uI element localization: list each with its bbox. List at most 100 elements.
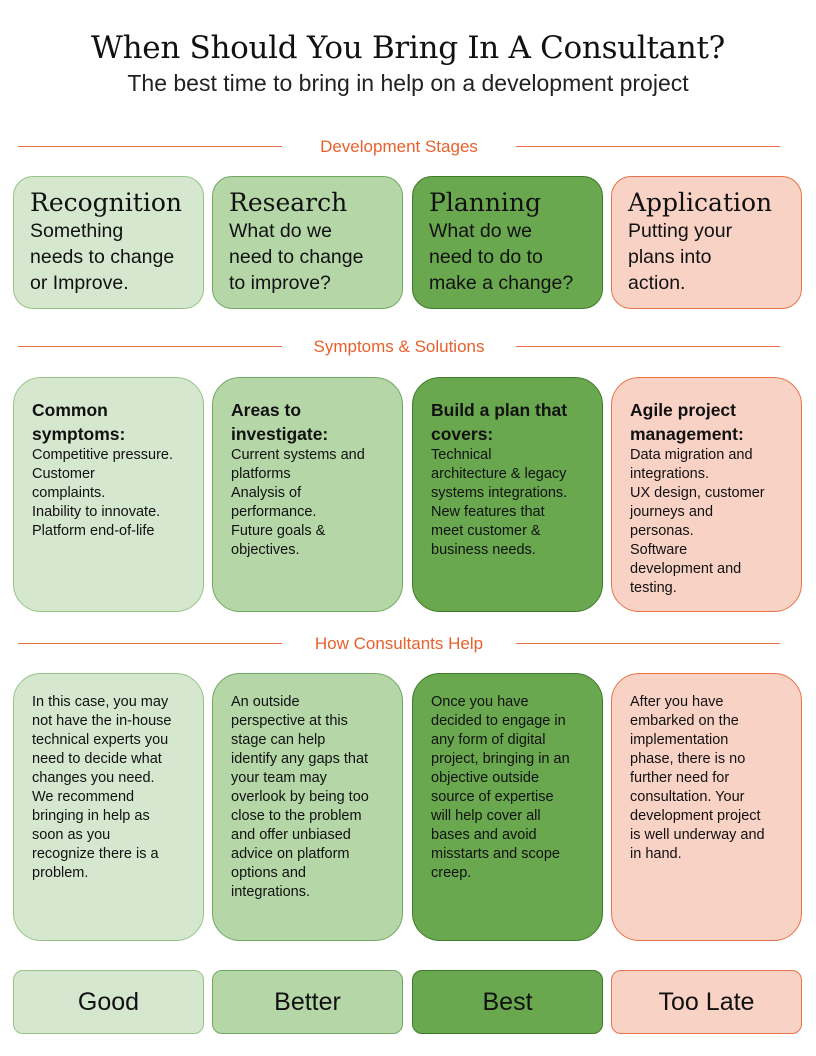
body-line: We recommend: [32, 789, 135, 805]
divider-line: [516, 346, 780, 347]
body-line: An outside: [231, 694, 300, 710]
stage-desc-line: action.: [628, 272, 686, 294]
body-line: Analysis of: [231, 485, 302, 501]
stage-card-recognition: Recognition Something needs to change or…: [13, 176, 204, 309]
body-line: soon as you: [32, 827, 111, 843]
rating-better: Better: [212, 970, 403, 1034]
body-line: and offer unbiased: [231, 827, 351, 843]
body-line: will help cover all: [431, 808, 541, 824]
section-label: Development Stages: [320, 137, 478, 156]
body-line: in hand.: [630, 846, 682, 862]
body-line: creep.: [431, 865, 472, 881]
help-card-research: An outside perspective at this stage can…: [212, 673, 403, 941]
stage-desc-line: What do we: [229, 220, 332, 242]
body-line: Platform end-of-life: [32, 523, 155, 539]
symptom-heading: Areas to investigate:: [231, 398, 392, 446]
stage-name: Research: [229, 188, 348, 217]
rating-good: Good: [13, 970, 204, 1034]
heading-line: symptoms:: [32, 424, 126, 444]
body-line: close to the problem: [231, 808, 362, 824]
body-line: Data migration and: [630, 447, 753, 463]
help-body: Once you have decided to engage in any f…: [431, 693, 592, 883]
body-line: performance.: [231, 504, 317, 520]
body-line: personas.: [630, 523, 694, 539]
symptom-heading: Agile project management:: [630, 398, 791, 446]
body-line: perspective at this: [231, 713, 348, 729]
rating-best: Best: [412, 970, 603, 1034]
body-line: problem.: [32, 865, 89, 881]
heading-line: Areas to: [231, 400, 302, 420]
section-label: Symptoms & Solutions: [313, 337, 485, 356]
body-line: objectives.: [231, 542, 300, 558]
body-line: Inability to innovate.: [32, 504, 161, 520]
body-line: consultation. Your: [630, 789, 745, 805]
help-card-recognition: In this case, you may not have the in-ho…: [13, 673, 204, 941]
body-line: In this case, you may: [32, 694, 169, 710]
divider-line: [18, 643, 282, 644]
symptom-heading: Build a plan that covers:: [431, 398, 592, 446]
body-line: identify any gaps that: [231, 751, 369, 767]
body-line: architecture & legacy: [431, 466, 567, 482]
body-line: further need for: [630, 770, 730, 786]
body-line: embarked on the: [630, 713, 739, 729]
body-line: complaints.: [32, 485, 106, 501]
body-line: Technical: [431, 447, 492, 463]
body-line: not have the in-house: [32, 713, 172, 729]
symptom-body: Current systems and platforms Analysis o…: [231, 446, 392, 560]
heading-line: management:: [630, 424, 744, 444]
body-line: After you have: [630, 694, 724, 710]
symptom-card-recognition: Common symptoms: Competitive pressure. C…: [13, 377, 204, 612]
symptom-body: Data migration and integrations. UX desi…: [630, 446, 791, 598]
body-line: objective outside: [431, 770, 540, 786]
stage-desc-line: Putting your: [628, 220, 733, 242]
divider-line: [516, 643, 780, 644]
body-line: integrations.: [630, 466, 709, 482]
heading-line: covers:: [431, 424, 494, 444]
divider-line: [18, 346, 282, 347]
symptom-body: Competitive pressure. Customer complaint…: [32, 446, 193, 541]
body-line: development project: [630, 808, 761, 824]
body-line: implementation: [630, 732, 729, 748]
body-line: your team may: [231, 770, 327, 786]
body-line: bringing in help as: [32, 808, 150, 824]
stage-desc: Putting your plans into action.: [628, 218, 787, 296]
body-line: New features that: [431, 504, 545, 520]
body-line: technical experts you: [32, 732, 169, 748]
body-line: Competitive pressure.: [32, 447, 174, 463]
stage-name: Recognition: [30, 188, 182, 217]
stage-desc-line: What do we: [429, 220, 532, 242]
body-line: stage can help: [231, 732, 326, 748]
section-label: How Consultants Help: [314, 634, 484, 653]
stage-card-application: Application Putting your plans into acti…: [611, 176, 802, 309]
stage-card-planning: Planning What do we need to do to make a…: [412, 176, 603, 309]
stage-name: Planning: [429, 188, 542, 217]
stage-desc-line: or Improve.: [30, 272, 129, 294]
heading-line: investigate:: [231, 424, 329, 444]
body-line: journeys and: [630, 504, 714, 520]
stage-desc-line: need to do to: [429, 246, 543, 268]
stage-desc-line: Something: [30, 220, 124, 242]
symptom-body: Technical architecture & legacy systems …: [431, 446, 592, 560]
symptom-card-planning: Build a plan that covers: Technical arch…: [412, 377, 603, 612]
body-line: meet customer &: [431, 523, 541, 539]
help-body: After you have embarked on the implement…: [630, 693, 791, 864]
section-symptoms-solutions: Symptoms & Solutions: [18, 335, 780, 359]
divider-line: [516, 146, 780, 147]
section-how-consultants-help: How Consultants Help: [18, 632, 780, 656]
body-line: need to decide what: [32, 751, 162, 767]
symptom-card-application: Agile project management: Data migration…: [611, 377, 802, 612]
body-line: recognize there is a: [32, 846, 159, 862]
body-line: Future goals &: [231, 523, 326, 539]
body-line: Customer: [32, 466, 95, 482]
body-line: phase, there is no: [630, 751, 746, 767]
help-card-application: After you have embarked on the implement…: [611, 673, 802, 941]
body-line: options and: [231, 865, 306, 881]
body-line: systems integrations.: [431, 485, 568, 501]
stage-desc-line: make a change?: [429, 272, 574, 294]
stage-desc: Something needs to change or Improve.: [30, 218, 189, 296]
body-line: project, bringing in an: [431, 751, 570, 767]
help-card-planning: Once you have decided to engage in any f…: [412, 673, 603, 941]
body-line: Once you have: [431, 694, 529, 710]
symptom-card-research: Areas to investigate: Current systems an…: [212, 377, 403, 612]
body-line: bases and avoid: [431, 827, 537, 843]
